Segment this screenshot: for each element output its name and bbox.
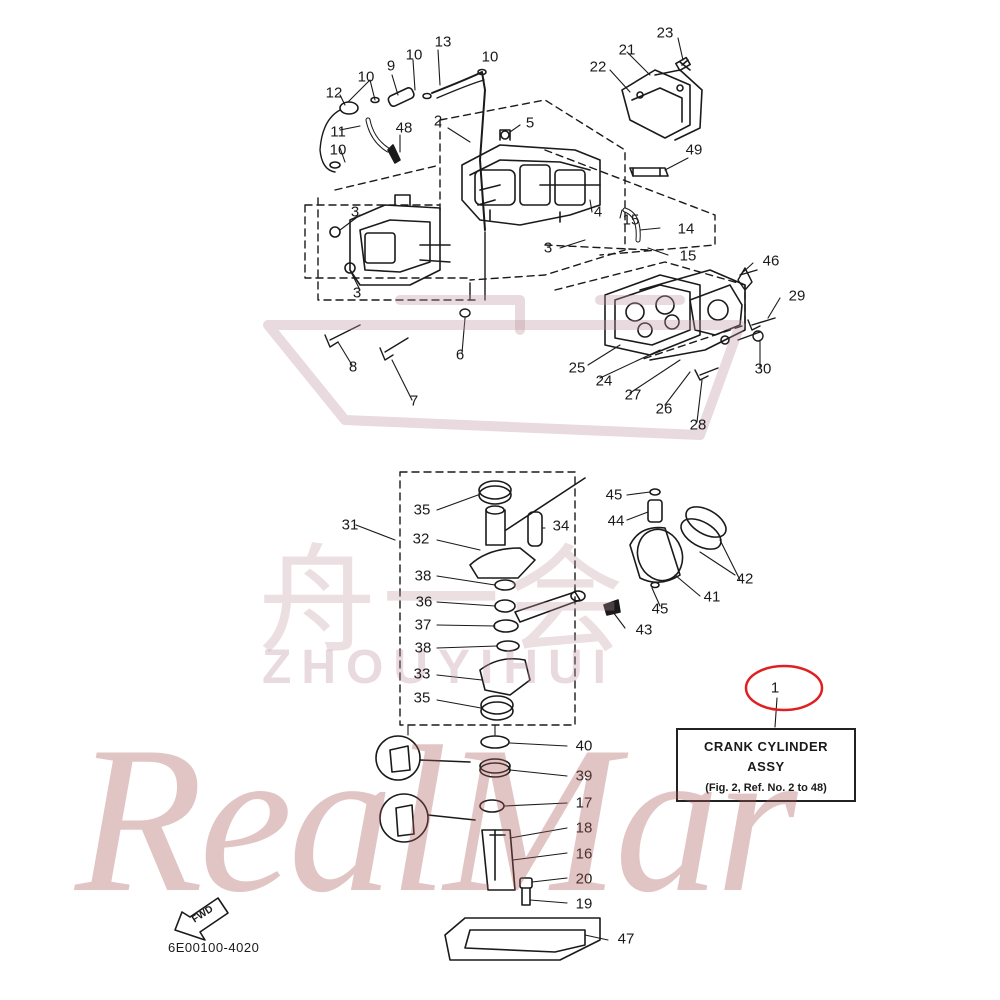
callout-16: 16 [575, 845, 593, 863]
caption-line-1: CRANK CYLINDER [704, 739, 828, 754]
callout-48: 48 [395, 119, 413, 137]
watermark-boat-logo [263, 295, 745, 440]
piston-assembly [603, 488, 727, 616]
callout-10: 10 [405, 46, 423, 64]
highlight-circle [744, 664, 824, 712]
callout-46: 46 [762, 252, 780, 270]
callout-10: 10 [481, 48, 499, 66]
callout-36: 36 [415, 593, 433, 611]
callout-35: 35 [413, 689, 431, 707]
callout-8: 8 [348, 358, 358, 376]
drawing-code: 6E00100-4020 [168, 940, 260, 955]
callout-44: 44 [607, 512, 625, 530]
callout-10: 10 [329, 141, 347, 159]
callout-17: 17 [575, 794, 593, 812]
callout-9: 9 [386, 57, 396, 75]
callout-45: 45 [651, 600, 669, 618]
callout-32: 32 [412, 530, 430, 548]
callout-30: 30 [754, 360, 772, 378]
callout-3: 3 [352, 284, 362, 302]
callout-34: 34 [552, 517, 570, 535]
callout-18: 18 [575, 819, 593, 837]
bolts-upper [324, 231, 776, 381]
leader-lines-top [337, 37, 781, 423]
callout-43: 43 [635, 621, 653, 639]
callout-2: 2 [433, 112, 443, 130]
callout-28: 28 [689, 416, 707, 434]
callout-7: 7 [409, 392, 419, 410]
callout-29: 29 [788, 287, 806, 305]
callout-41: 41 [703, 588, 721, 606]
crankcase [329, 194, 451, 286]
callout-25: 25 [568, 359, 586, 377]
callout-15: 15 [679, 247, 697, 265]
callout-23: 23 [656, 24, 674, 42]
callout-39: 39 [575, 767, 593, 785]
callout-3: 3 [350, 203, 360, 221]
callout-20: 20 [575, 870, 593, 888]
callout-24: 24 [595, 372, 613, 390]
callout-14: 14 [677, 220, 695, 238]
watermark-chinese: 舟一会 [258, 532, 631, 670]
leader-lines-lower [355, 491, 778, 941]
callout-42: 42 [736, 570, 754, 588]
callout-15: 15 [622, 211, 640, 229]
temperature-sensor [629, 167, 669, 177]
callout-35: 35 [413, 501, 431, 519]
callout-3: 3 [543, 239, 553, 257]
fwd-arrow [174, 897, 229, 941]
callout-11: 11 [330, 123, 346, 141]
callout-49: 49 [685, 141, 703, 159]
callout-6: 6 [455, 346, 465, 364]
hose-assembly [319, 68, 487, 231]
callout-1: 1 [770, 679, 780, 697]
callout-22: 22 [589, 58, 607, 76]
callout-38: 38 [414, 639, 432, 657]
callout-12: 12 [325, 84, 343, 102]
cover-plate [621, 56, 703, 141]
callout-5: 5 [525, 114, 535, 132]
cylinder-block [461, 129, 601, 226]
callout-4: 4 [593, 203, 603, 221]
callout-26: 26 [655, 400, 673, 418]
crankshaft-dashed-frame [399, 471, 576, 726]
callout-45: 45 [605, 486, 623, 504]
crankshaft-assembly [469, 477, 586, 721]
reed-valve-plates [604, 269, 746, 361]
callout-40: 40 [575, 737, 593, 755]
callout-38: 38 [414, 567, 432, 585]
callout-37: 37 [414, 616, 432, 634]
callout-27: 27 [624, 386, 642, 404]
caption-line-2: ASSY [747, 759, 785, 774]
lower-unit-stack [444, 735, 601, 961]
callout-47: 47 [617, 930, 635, 948]
caption-line-3: (Fig. 2, Ref. No. 2 to 48) [705, 782, 827, 794]
callout-13: 13 [434, 33, 452, 51]
watermark-main: RealMar [75, 704, 797, 936]
callout-19: 19 [575, 895, 593, 913]
callout-33: 33 [413, 665, 431, 683]
callout-21: 21 [618, 41, 636, 59]
watermark-latin: ZHOUYIHUI [262, 641, 616, 694]
callout-31: 31 [341, 516, 359, 534]
callout-10: 10 [357, 68, 375, 86]
detail-callout-circles [375, 735, 476, 843]
assembly-caption-box: CRANK CYLINDER ASSY (Fig. 2, Ref. No. 2 … [676, 728, 856, 802]
